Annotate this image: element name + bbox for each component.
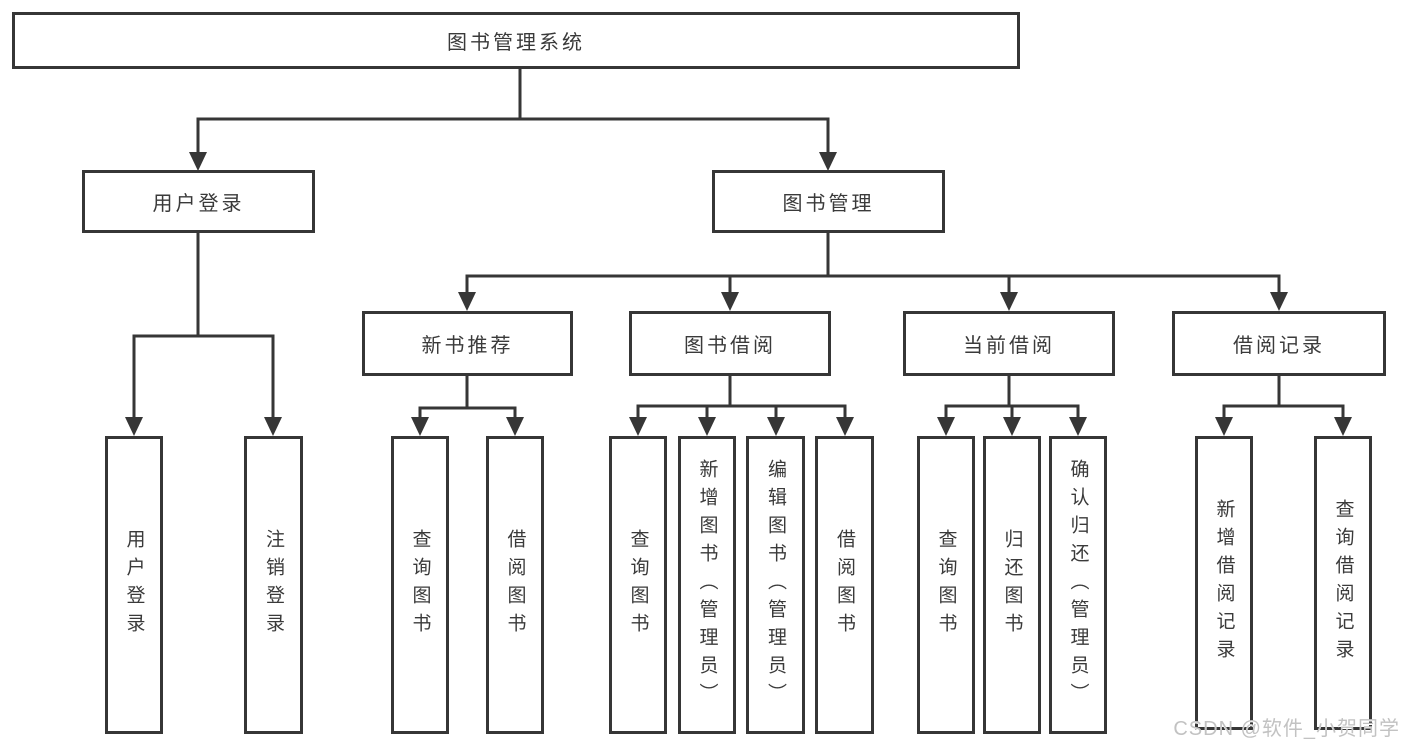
leaf-logout-label: 注销登录 — [263, 529, 284, 641]
node-book-management: 图书管理 — [712, 170, 945, 233]
leaf-add-books-admin: 新增图书（管理员） — [678, 436, 736, 734]
leaf-confirm-return-admin: 确认归还（管理员） — [1049, 436, 1107, 734]
leaf-borrow-books-1-label: 借阅图书 — [504, 529, 526, 641]
node-user-login: 用户登录 — [82, 170, 315, 233]
node-new-book-recommend-label: 新书推荐 — [421, 335, 514, 357]
connector-newbooks-to-leaves — [411, 374, 524, 436]
leaf-query-books-1: 查询图书 — [391, 436, 449, 734]
connector-bookborrow-to-leaves — [629, 374, 854, 436]
node-book-management-label: 图书管理 — [782, 193, 875, 215]
leaf-add-borrow-record: 新增借阅记录 — [1195, 436, 1253, 730]
node-library-management-system-label: 图书管理系统 — [447, 32, 585, 54]
leaf-user-login: 用户登录 — [105, 436, 163, 734]
leaf-logout: 注销登录 — [244, 436, 303, 734]
node-book-borrowing: 图书借阅 — [629, 311, 831, 376]
leaf-return-books: 归还图书 — [983, 436, 1041, 734]
leaf-query-books-2: 查询图书 — [609, 436, 667, 734]
node-book-borrowing-label: 图书借阅 — [684, 335, 776, 357]
leaf-user-login-label: 用户登录 — [123, 529, 145, 641]
node-current-borrowing-label: 当前借阅 — [963, 335, 1055, 357]
leaf-return-books-label: 归还图书 — [1001, 529, 1023, 641]
node-library-management-system: 图书管理系统 — [12, 12, 1020, 69]
leaf-edit-books-admin-label: 编辑图书（管理员） — [765, 459, 786, 711]
connector-records-to-leaves — [1215, 374, 1352, 436]
connector-root-to-level2 — [189, 66, 837, 171]
node-current-borrowing: 当前借阅 — [903, 311, 1115, 376]
leaf-query-books-1-label: 查询图书 — [409, 529, 431, 641]
leaf-borrow-books-2-label: 借阅图书 — [834, 529, 855, 641]
leaf-borrow-books-1: 借阅图书 — [486, 436, 544, 734]
leaf-confirm-return-admin-label: 确认归还（管理员） — [1067, 459, 1089, 711]
leaf-add-borrow-record-label: 新增借阅记录 — [1213, 499, 1235, 667]
connector-bookmgmt-to-level3 — [458, 230, 1288, 311]
leaf-query-borrow-record: 查询借阅记录 — [1314, 436, 1372, 730]
connector-userlogin-to-leaves — [125, 230, 282, 436]
leaf-add-books-admin-label: 新增图书（管理员） — [696, 459, 718, 711]
node-borrowing-records-label: 借阅记录 — [1233, 335, 1325, 357]
connector-currentborrow-to-leaves — [937, 374, 1087, 436]
leaf-query-borrow-record-label: 查询借阅记录 — [1332, 499, 1354, 667]
leaf-query-books-3: 查询图书 — [917, 436, 975, 734]
leaf-query-books-2-label: 查询图书 — [627, 529, 649, 641]
node-borrowing-records: 借阅记录 — [1172, 311, 1386, 376]
node-new-book-recommend: 新书推荐 — [362, 311, 573, 376]
leaf-query-books-3-label: 查询图书 — [935, 529, 957, 641]
node-user-login-label: 用户登录 — [152, 193, 245, 215]
leaf-borrow-books-2: 借阅图书 — [815, 436, 874, 734]
leaf-edit-books-admin: 编辑图书（管理员） — [746, 436, 805, 734]
csdn-watermark: CSDN @软件_小贺同学 — [1173, 718, 1400, 740]
